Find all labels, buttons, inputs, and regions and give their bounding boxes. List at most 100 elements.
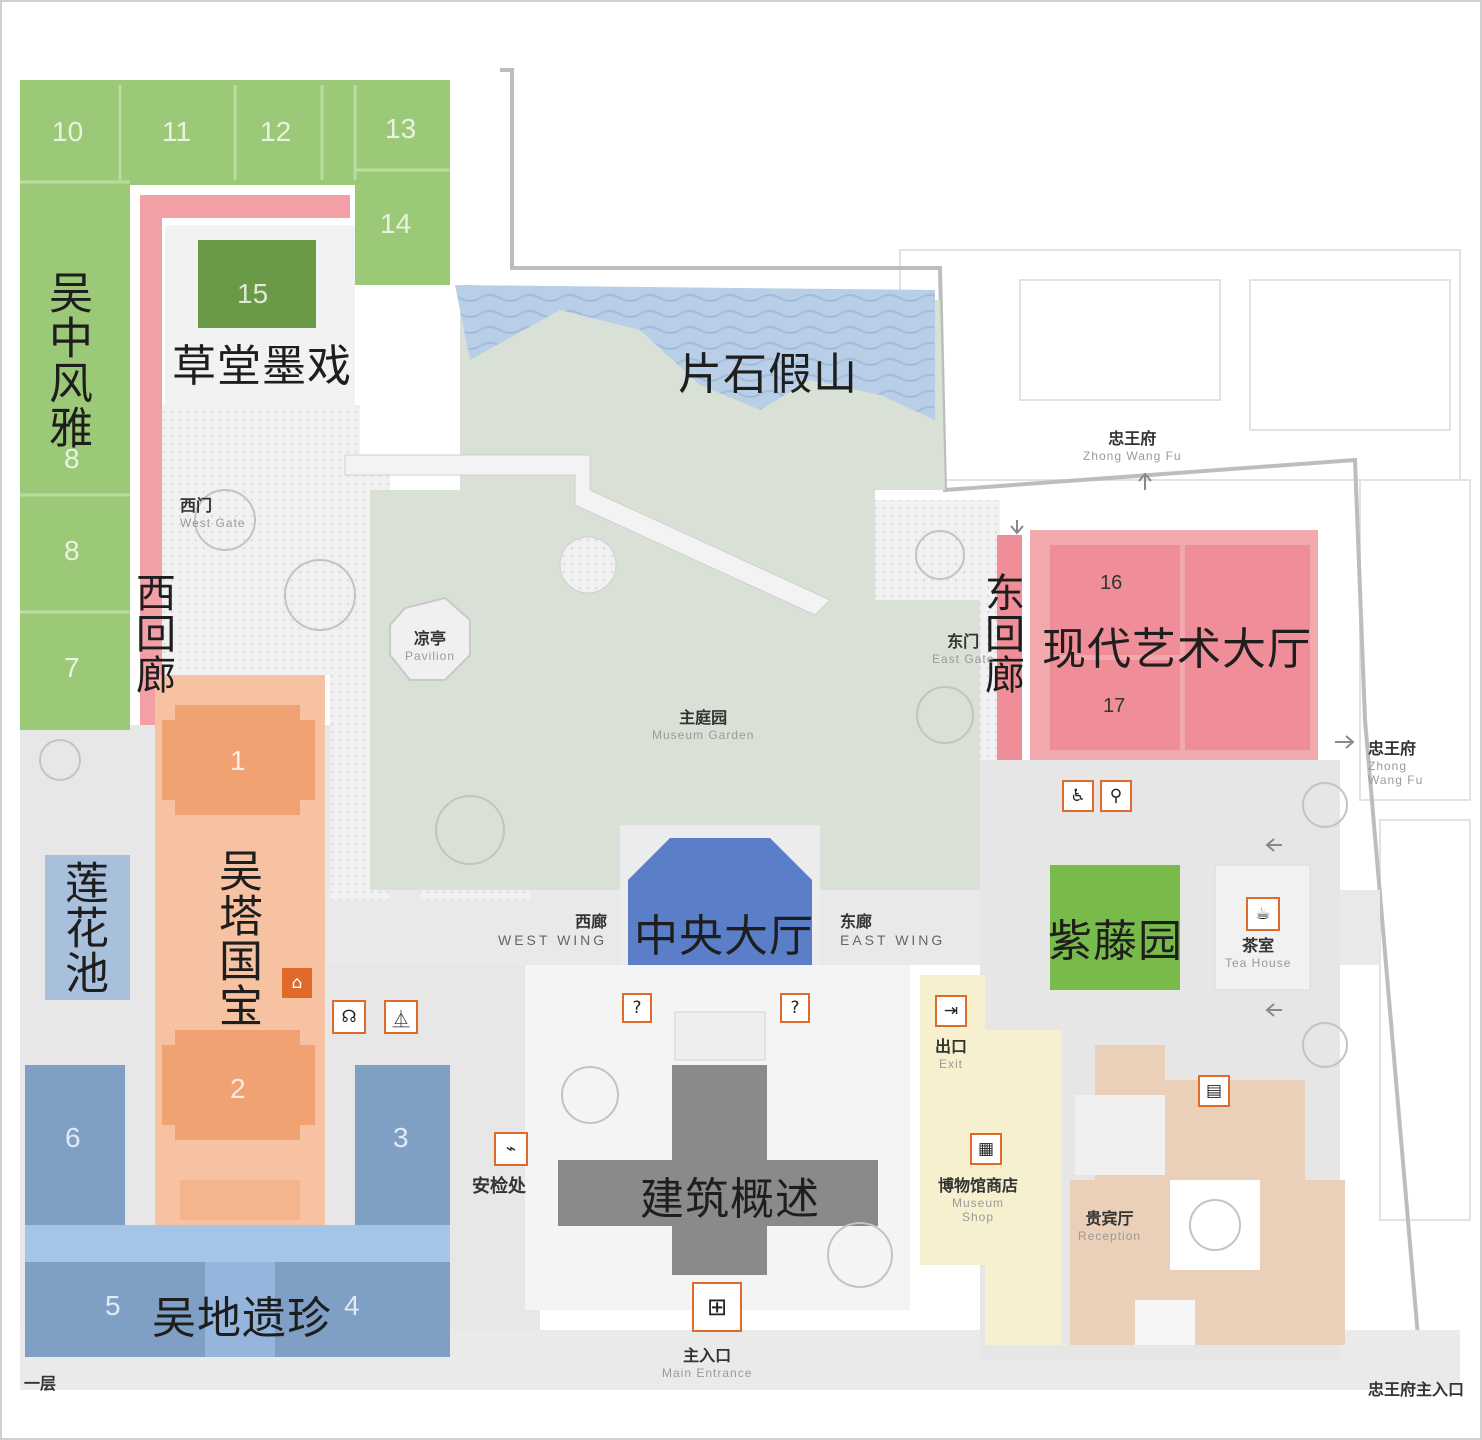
info-desk-right-icon[interactable]: ? [780, 993, 810, 1023]
main-entrance-zh: 主入口 [683, 1346, 732, 1365]
pagoda-room-2 [162, 1030, 315, 1140]
lockers-icon[interactable]: ⌂ [282, 968, 312, 998]
gallery-15 [198, 240, 316, 328]
arch-horizontal [558, 1160, 878, 1226]
reception-side [1075, 1095, 1165, 1175]
boundary-wall [500, 68, 1422, 1361]
gallery-number-14: 14 [380, 208, 412, 239]
reception-court [1170, 1180, 1260, 1270]
gallery-number-8b: 8 [64, 535, 80, 566]
area-modern-art-hall[interactable]: 现代艺术大厅 [1042, 624, 1312, 675]
shop-zh: 博物馆商店 [938, 1176, 1019, 1195]
pond [455, 285, 935, 420]
wisteria-garden [1050, 865, 1180, 990]
west-corridor [140, 195, 350, 725]
area-wuta-guobao[interactable]: 吴塔国宝 [211, 848, 262, 1028]
west-wing-en: WEST WING [498, 932, 608, 948]
shop-en2: Shop [961, 1210, 995, 1224]
gallery-number-4: 4 [344, 1290, 360, 1321]
area-east-corridor[interactable]: 东回廊 [978, 572, 1024, 695]
book-icon[interactable]: ▤ [1198, 1075, 1230, 1107]
gallery-number-10: 10 [52, 116, 84, 147]
zhongwangfu-top-zh: 忠王府 [1108, 429, 1157, 448]
gallery-number-3: 3 [393, 1122, 409, 1153]
exit-icon[interactable]: ⇥ [935, 995, 967, 1027]
west-gate-en: West Gate [180, 516, 246, 530]
gallery-7-10 [20, 80, 130, 730]
main-entrance-label: 主入口 Main Entrance [662, 1342, 752, 1380]
east-wing-zh: 东廊 [840, 912, 873, 931]
zigzag-bridge [344, 454, 831, 616]
tea-house-zh: 茶室 [1242, 936, 1275, 955]
east-gate-en: East Gate [932, 652, 995, 666]
zhongwangfu-right-en1: Zhong [1368, 759, 1408, 773]
zhongwangfu-main-entrance-label: 忠王府主入口 [1368, 1380, 1465, 1399]
shop-icon[interactable]: ▦ [970, 1133, 1002, 1165]
east-wing-en: EAST WING [840, 932, 946, 948]
gallery-14 [355, 80, 450, 285]
area-central-hall[interactable]: 中央大厅 [634, 911, 814, 962]
round-terrace [559, 536, 617, 594]
reception-zh: 贵宾厅 [1085, 1209, 1134, 1228]
zhongwangfu-top-label: 忠王府 Zhong Wang Fu [1083, 425, 1182, 463]
west-gate-zh: 西门 [180, 496, 213, 515]
gallery-number-12: 12 [260, 116, 292, 147]
security-scanner-icon[interactable]: ⌁ [494, 1132, 528, 1166]
garden-zh: 主庭园 [679, 708, 728, 727]
area-pianshi-jiashan[interactable]: 片石假山 [678, 349, 858, 400]
zhongwangfu-right-en2: Wang Fu [1368, 773, 1424, 787]
shop-label: 博物馆商店 Museum Shop [938, 1172, 1018, 1224]
tea-house-en: Tea House [1225, 956, 1292, 970]
accessible-toilet-icon[interactable]: ♿ [1062, 780, 1094, 812]
gallery-number-13: 13 [385, 113, 417, 144]
headphones-icon[interactable]: ☊ [332, 1000, 366, 1034]
floor-label: 一层 [24, 1374, 57, 1393]
reception-en: Reception [1078, 1229, 1142, 1243]
gallery-number-8a: 8 [64, 443, 80, 474]
gallery-number-1: 1 [230, 745, 246, 776]
security-label: 安检处 [472, 1176, 526, 1197]
exit-en: Exit [939, 1057, 964, 1071]
coat-hanger-icon[interactable]: ⏅ [384, 1000, 418, 1034]
room-16b [1185, 545, 1310, 750]
wc-icon[interactable]: ⚲ [1100, 780, 1132, 812]
east-wing-label: 东廊 EAST WING [840, 908, 945, 948]
lotus-pond [45, 855, 130, 1000]
gallery-number-16: 16 [1100, 572, 1123, 594]
reception-label: 贵宾厅 Reception [1078, 1205, 1141, 1243]
west-gate-label: 西门 West Gate [180, 492, 245, 530]
east-gate-zh: 东门 [947, 632, 980, 651]
area-caotang-moxi[interactable]: 草堂墨戏 [172, 341, 352, 392]
east-gate-label: 东门 East Gate [932, 628, 994, 666]
reception-court-2 [1135, 1300, 1195, 1345]
exit-zh: 出口 [935, 1037, 968, 1056]
museum-garden [370, 300, 980, 890]
info-desk-left-icon[interactable]: ? [622, 993, 652, 1023]
area-west-corridor[interactable]: 西回廊 [129, 572, 175, 695]
room-17 [1050, 660, 1180, 750]
gallery-number-5: 5 [105, 1290, 121, 1321]
green-dividers [20, 85, 450, 614]
area-wudi-yizhen[interactable]: 吴地遗珍 [152, 1293, 332, 1344]
main-entrance-en: Main Entrance [662, 1366, 753, 1380]
room-16 [1050, 545, 1180, 655]
gallery-number-15: 15 [237, 278, 269, 309]
info-right-mark: ? [790, 998, 800, 1018]
gallery-number-17: 17 [1103, 695, 1126, 717]
pavilion-zh: 凉亭 [414, 629, 447, 648]
gallery-number-11: 11 [162, 116, 192, 147]
garden-en: Museum Garden [652, 728, 755, 742]
area-architecture-overview[interactable]: 建筑概述 [640, 1174, 820, 1225]
exit-label: 出口 Exit [935, 1033, 967, 1071]
entrance-icon[interactable]: ⊞ [692, 1282, 742, 1332]
area-wisteria-garden[interactable]: 紫藤园 [1048, 916, 1183, 967]
area-lotus-pond[interactable]: 莲花池 [57, 860, 108, 995]
area-wuzhong-fengya[interactable]: 吴中风雅 [41, 270, 92, 450]
pagoda-base [180, 1180, 300, 1220]
teapot-icon[interactable]: ☕ [1246, 897, 1280, 931]
pavilion-structure [389, 596, 471, 681]
direction-arrows [1010, 472, 1355, 1017]
pavilion-label: 凉亭 Pavilion [405, 625, 455, 663]
zhongwangfu-right-zh: 忠王府 [1368, 739, 1417, 758]
